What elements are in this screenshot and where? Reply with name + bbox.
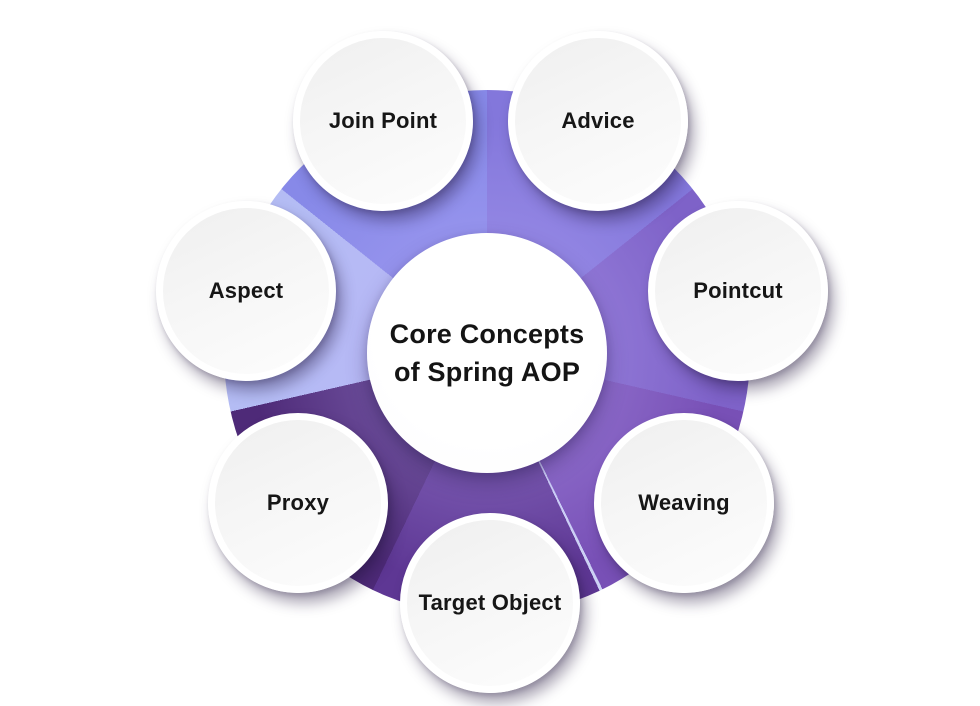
bubble-label-target-object: Target Object [418,589,562,615]
bubble-weaving: Weaving [594,413,774,593]
bubble-proxy: Proxy [208,413,388,593]
bubble-join-point: Join Point [293,31,473,211]
bubble-label-join-point: Join Point [328,107,438,133]
diagram-title-line-1: Core Concepts [389,319,585,349]
bubble-aspect: Aspect [156,201,336,381]
bubble-label-proxy: Proxy [266,489,330,515]
diagram-title-line-2: of Spring AOP [393,357,581,387]
bubble-label-advice: Advice [561,107,635,133]
bubble-label-weaving: Weaving [638,489,730,515]
bubble-target-object: Target Object [400,513,580,693]
bubble-advice: Advice [508,31,688,211]
bubble-label-pointcut: Pointcut [693,277,783,303]
bubble-pointcut: Pointcut [648,201,828,381]
hub-circle: Core Concepts of Spring AOP [367,233,607,473]
bubble-label-aspect: Aspect [208,277,284,303]
